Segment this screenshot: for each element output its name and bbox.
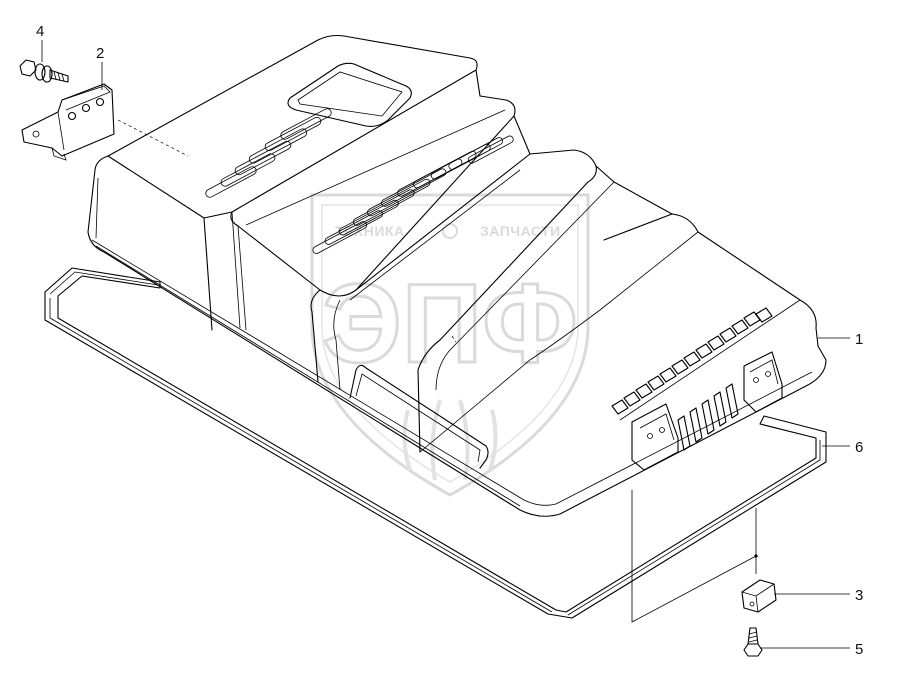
vent-louvres-rear xyxy=(611,307,773,451)
watermark-logo: ТЕХНИКА ЗАПЧАСТИ ЭПФ xyxy=(310,193,590,497)
bolt-with-washers xyxy=(19,59,69,83)
label-5: 5 xyxy=(855,641,863,658)
watermark-shield-inner xyxy=(321,204,579,483)
assembly-lines xyxy=(117,119,758,623)
watermark-letters: ЭПФ xyxy=(322,261,578,386)
gasket-frame xyxy=(44,267,827,619)
clamp-block xyxy=(741,579,777,613)
cover-handle-rod xyxy=(349,364,489,469)
screw xyxy=(743,627,763,657)
callouts: 4 2 1 6 3 5 xyxy=(36,23,863,658)
cover-body xyxy=(87,34,827,517)
label-6: 6 xyxy=(855,439,863,456)
label-1: 1 xyxy=(855,331,863,348)
label-2: 2 xyxy=(96,45,104,62)
vent-slots-middle xyxy=(312,135,514,254)
hinge-plate xyxy=(21,83,115,161)
gear-icon xyxy=(442,223,458,239)
watermark-text-right: ЗАПЧАСТИ xyxy=(480,223,561,239)
hatch-opening xyxy=(287,62,412,127)
cover-hinge-brackets xyxy=(631,351,783,471)
label-3: 3 xyxy=(855,587,863,604)
wheat-icon xyxy=(402,399,498,481)
vent-slots-front xyxy=(205,108,332,198)
label-4: 4 xyxy=(36,23,44,40)
